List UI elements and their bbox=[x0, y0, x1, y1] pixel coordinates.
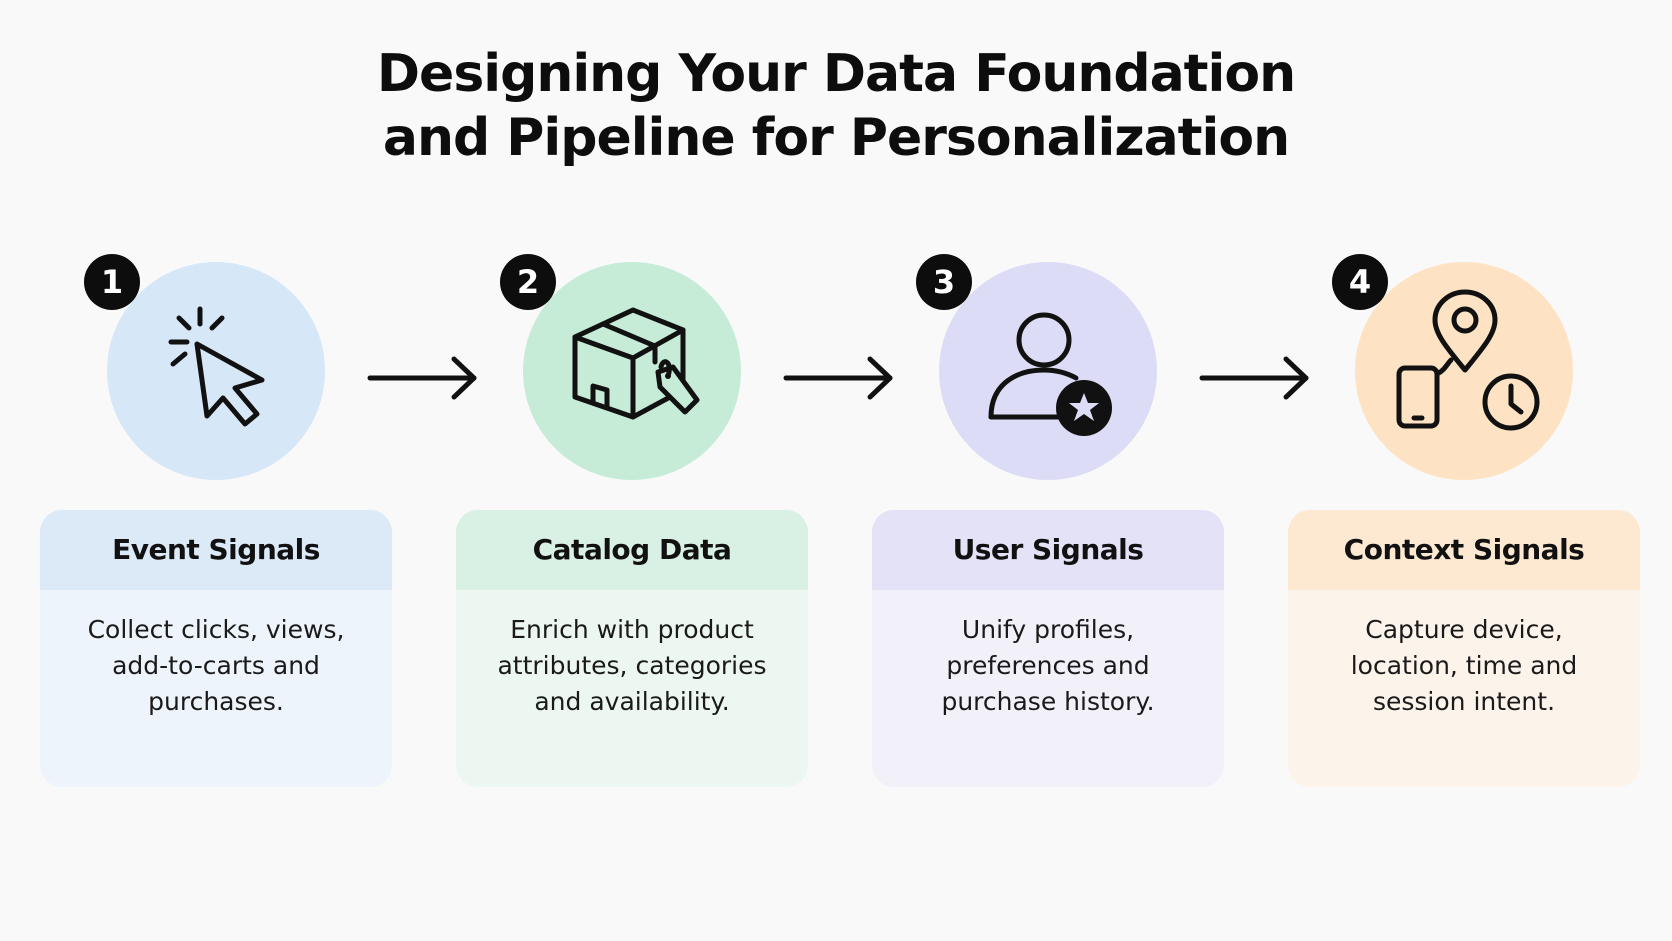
description-line: purchase history. bbox=[941, 687, 1155, 716]
page-title: Designing Your Data Foundation and Pipel… bbox=[0, 42, 1672, 170]
description-line: Collect clicks, views, bbox=[87, 615, 345, 644]
step-card: Context Signals Capture device, location… bbox=[1288, 510, 1640, 787]
description-line: Capture device, bbox=[1365, 615, 1563, 644]
step-description: Unify profiles, preferences and purchase… bbox=[872, 590, 1224, 787]
step-heading: User Signals bbox=[872, 510, 1224, 590]
step-heading: Context Signals bbox=[1288, 510, 1640, 590]
title-line-2: and Pipeline for Personalization bbox=[382, 108, 1290, 168]
step-number-badge: 3 bbox=[916, 254, 972, 310]
description-line: purchases. bbox=[148, 687, 284, 716]
step-icon-circle bbox=[939, 262, 1157, 480]
description-line: location, time and bbox=[1350, 651, 1578, 680]
description-line: Enrich with product bbox=[510, 615, 754, 644]
description-line: add-to-carts and bbox=[112, 651, 320, 680]
step-icon-circle bbox=[523, 262, 741, 480]
device-location-time-icon bbox=[1396, 289, 1540, 431]
description-line: preferences and bbox=[946, 651, 1150, 680]
step-card: Event Signals Collect clicks, views, add… bbox=[40, 510, 392, 787]
step-description: Enrich with product attributes, categori… bbox=[456, 590, 808, 787]
description-line: session intent. bbox=[1372, 687, 1556, 716]
arrow-right-icon bbox=[1199, 356, 1309, 400]
cursor-click-icon bbox=[168, 306, 265, 427]
step-icon-circle bbox=[107, 262, 325, 480]
step-number-badge: 4 bbox=[1332, 254, 1388, 310]
step-heading: Catalog Data bbox=[456, 510, 808, 590]
description-line: attributes, categories bbox=[497, 651, 767, 680]
user-star-icon bbox=[988, 312, 1112, 436]
step-description: Collect clicks, views, add-to-carts and … bbox=[40, 590, 392, 787]
step-number-badge: 2 bbox=[500, 254, 556, 310]
arrow-right-icon bbox=[367, 356, 477, 400]
package-tag-icon bbox=[572, 307, 700, 420]
step-number-badge: 1 bbox=[84, 254, 140, 310]
step-card: Catalog Data Enrich with product attribu… bbox=[456, 510, 808, 787]
arrow-right-icon bbox=[783, 356, 893, 400]
step-catalog-data: 2 Catalog Data Enrich with product attri… bbox=[456, 0, 808, 941]
step-event-signals: 1 Event Signals Collect clicks, views, a… bbox=[40, 0, 392, 941]
description-line: Unify profiles, bbox=[961, 615, 1135, 644]
step-heading: Event Signals bbox=[40, 510, 392, 590]
step-description: Capture device, location, time and sessi… bbox=[1288, 590, 1640, 787]
step-context-signals: 4 Context Signals Capture device, locati… bbox=[1288, 0, 1640, 941]
step-user-signals: 3 User Signals Unify profiles, preferenc… bbox=[872, 0, 1224, 941]
description-line: and availability. bbox=[534, 687, 730, 716]
step-icon-circle bbox=[1355, 262, 1573, 480]
title-line-1: Designing Your Data Foundation bbox=[376, 44, 1296, 104]
step-card: User Signals Unify profiles, preferences… bbox=[872, 510, 1224, 787]
